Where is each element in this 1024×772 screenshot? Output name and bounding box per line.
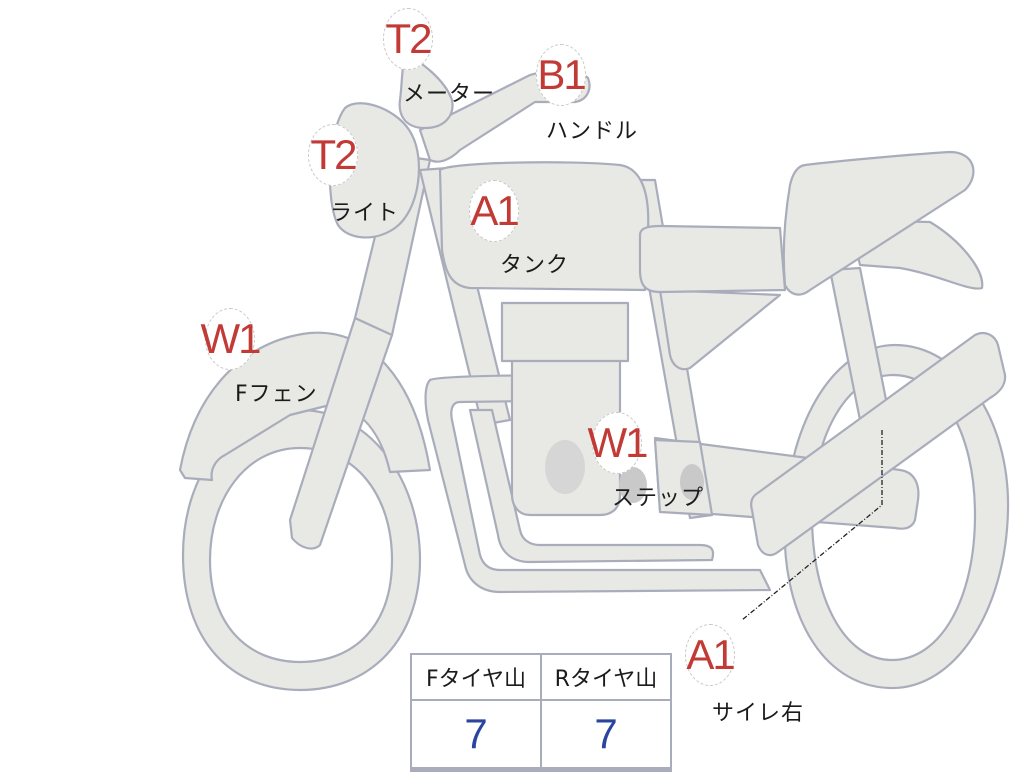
front-wheel: [181, 408, 422, 692]
label-light: ライト: [330, 201, 400, 226]
grade-badge-meter: T2: [383, 8, 433, 70]
label-step: ステップ: [612, 486, 705, 511]
tire-tread-table: Fタイヤ山 Rタイヤ山 7 7: [410, 653, 672, 772]
label-meter: メーター: [403, 82, 496, 107]
meter: [398, 53, 454, 130]
front-tire-header: Fタイヤ山: [410, 653, 542, 701]
label-tank: タンク: [500, 253, 570, 278]
grade-badge-step: W1: [588, 412, 649, 474]
seat: [782, 150, 975, 296]
grade-badge-silencer-right: A1: [685, 624, 736, 686]
label-handle: ハンドル: [546, 119, 639, 144]
tire-table-value-row: 7 7: [410, 699, 672, 772]
label-silencer-right: サイレ右: [712, 701, 805, 726]
rear-tire-header: Rタイヤ山: [540, 653, 672, 701]
silencer: [750, 331, 1007, 557]
grade-badge-front-fender: W1: [201, 308, 262, 370]
rear-tire-value: 7: [540, 699, 672, 772]
grade-badge-handle: B1: [536, 44, 587, 106]
engine-cover: [545, 440, 585, 494]
grade-badge-light: T2: [308, 124, 358, 186]
step-peg-left: [619, 467, 647, 503]
tire-table-header-row: Fタイヤ山 Rタイヤ山: [410, 653, 672, 701]
label-front-fender: Fフェン: [235, 382, 318, 407]
step-peg-right: [680, 464, 704, 500]
exhaust-inner: [468, 408, 715, 564]
seat-front: [638, 224, 787, 294]
engine-block: [510, 358, 622, 517]
front-tire-value: 7: [410, 699, 542, 772]
engine-head: [500, 301, 630, 363]
front-fork-lower: [288, 316, 394, 550]
grade-badge-tank: A1: [469, 180, 520, 242]
silencer-leader-line: [741, 430, 883, 621]
side-cover: [658, 288, 782, 371]
